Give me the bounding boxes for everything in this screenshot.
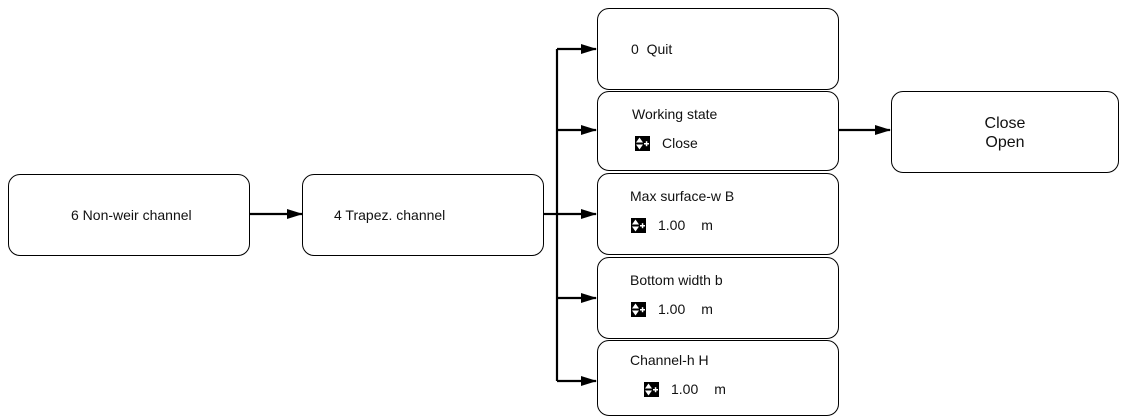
node-trapez-label: 4 Trapez. channel (334, 207, 446, 223)
max-surface-value-row: 1.00 m (631, 217, 713, 233)
node-quit-label: 0 Quit (631, 41, 673, 57)
node-state-options[interactable]: Close Open (891, 91, 1119, 173)
node-non-weir-channel[interactable]: 6 Non-weir channel (8, 174, 250, 256)
channel-h-value-row: 1.00 m (644, 381, 726, 397)
node-quit[interactable]: 0 Quit (597, 8, 839, 90)
up-down-arrows-icon (644, 381, 659, 397)
node-non-weir-label: 6 Non-weir channel (71, 207, 192, 223)
bottom-width-title: Bottom width b (630, 272, 723, 288)
node-trapez-channel[interactable]: 4 Trapez. channel (302, 174, 544, 256)
channel-h-title: Channel-h H (630, 352, 709, 368)
bottom-width-value: 1.00 (658, 301, 686, 317)
node-bottom-width[interactable]: Bottom width b 1.00 m (597, 257, 839, 339)
up-down-arrows-icon (631, 217, 646, 233)
node-working-state[interactable]: Working state Close (597, 91, 839, 171)
max-surface-unit: m (701, 217, 713, 233)
option-close[interactable]: Close (984, 115, 1026, 132)
channel-h-unit: m (714, 381, 726, 397)
up-down-arrows-icon (631, 301, 646, 317)
bottom-width-value-row: 1.00 m (631, 301, 713, 317)
working-state-value-row: Close (635, 135, 698, 151)
working-state-title: Working state (632, 106, 718, 122)
channel-h-value: 1.00 (671, 381, 699, 397)
up-down-arrows-icon (635, 135, 650, 151)
bottom-width-unit: m (701, 301, 713, 317)
working-state-value: Close (662, 135, 698, 151)
max-surface-title: Max surface-w B (630, 188, 735, 204)
node-channel-h[interactable]: Channel-h H 1.00 m (597, 340, 839, 416)
option-open[interactable]: Open (985, 134, 1025, 151)
node-max-surface[interactable]: Max surface-w B 1.00 m (597, 173, 839, 255)
max-surface-value: 1.00 (658, 217, 686, 233)
